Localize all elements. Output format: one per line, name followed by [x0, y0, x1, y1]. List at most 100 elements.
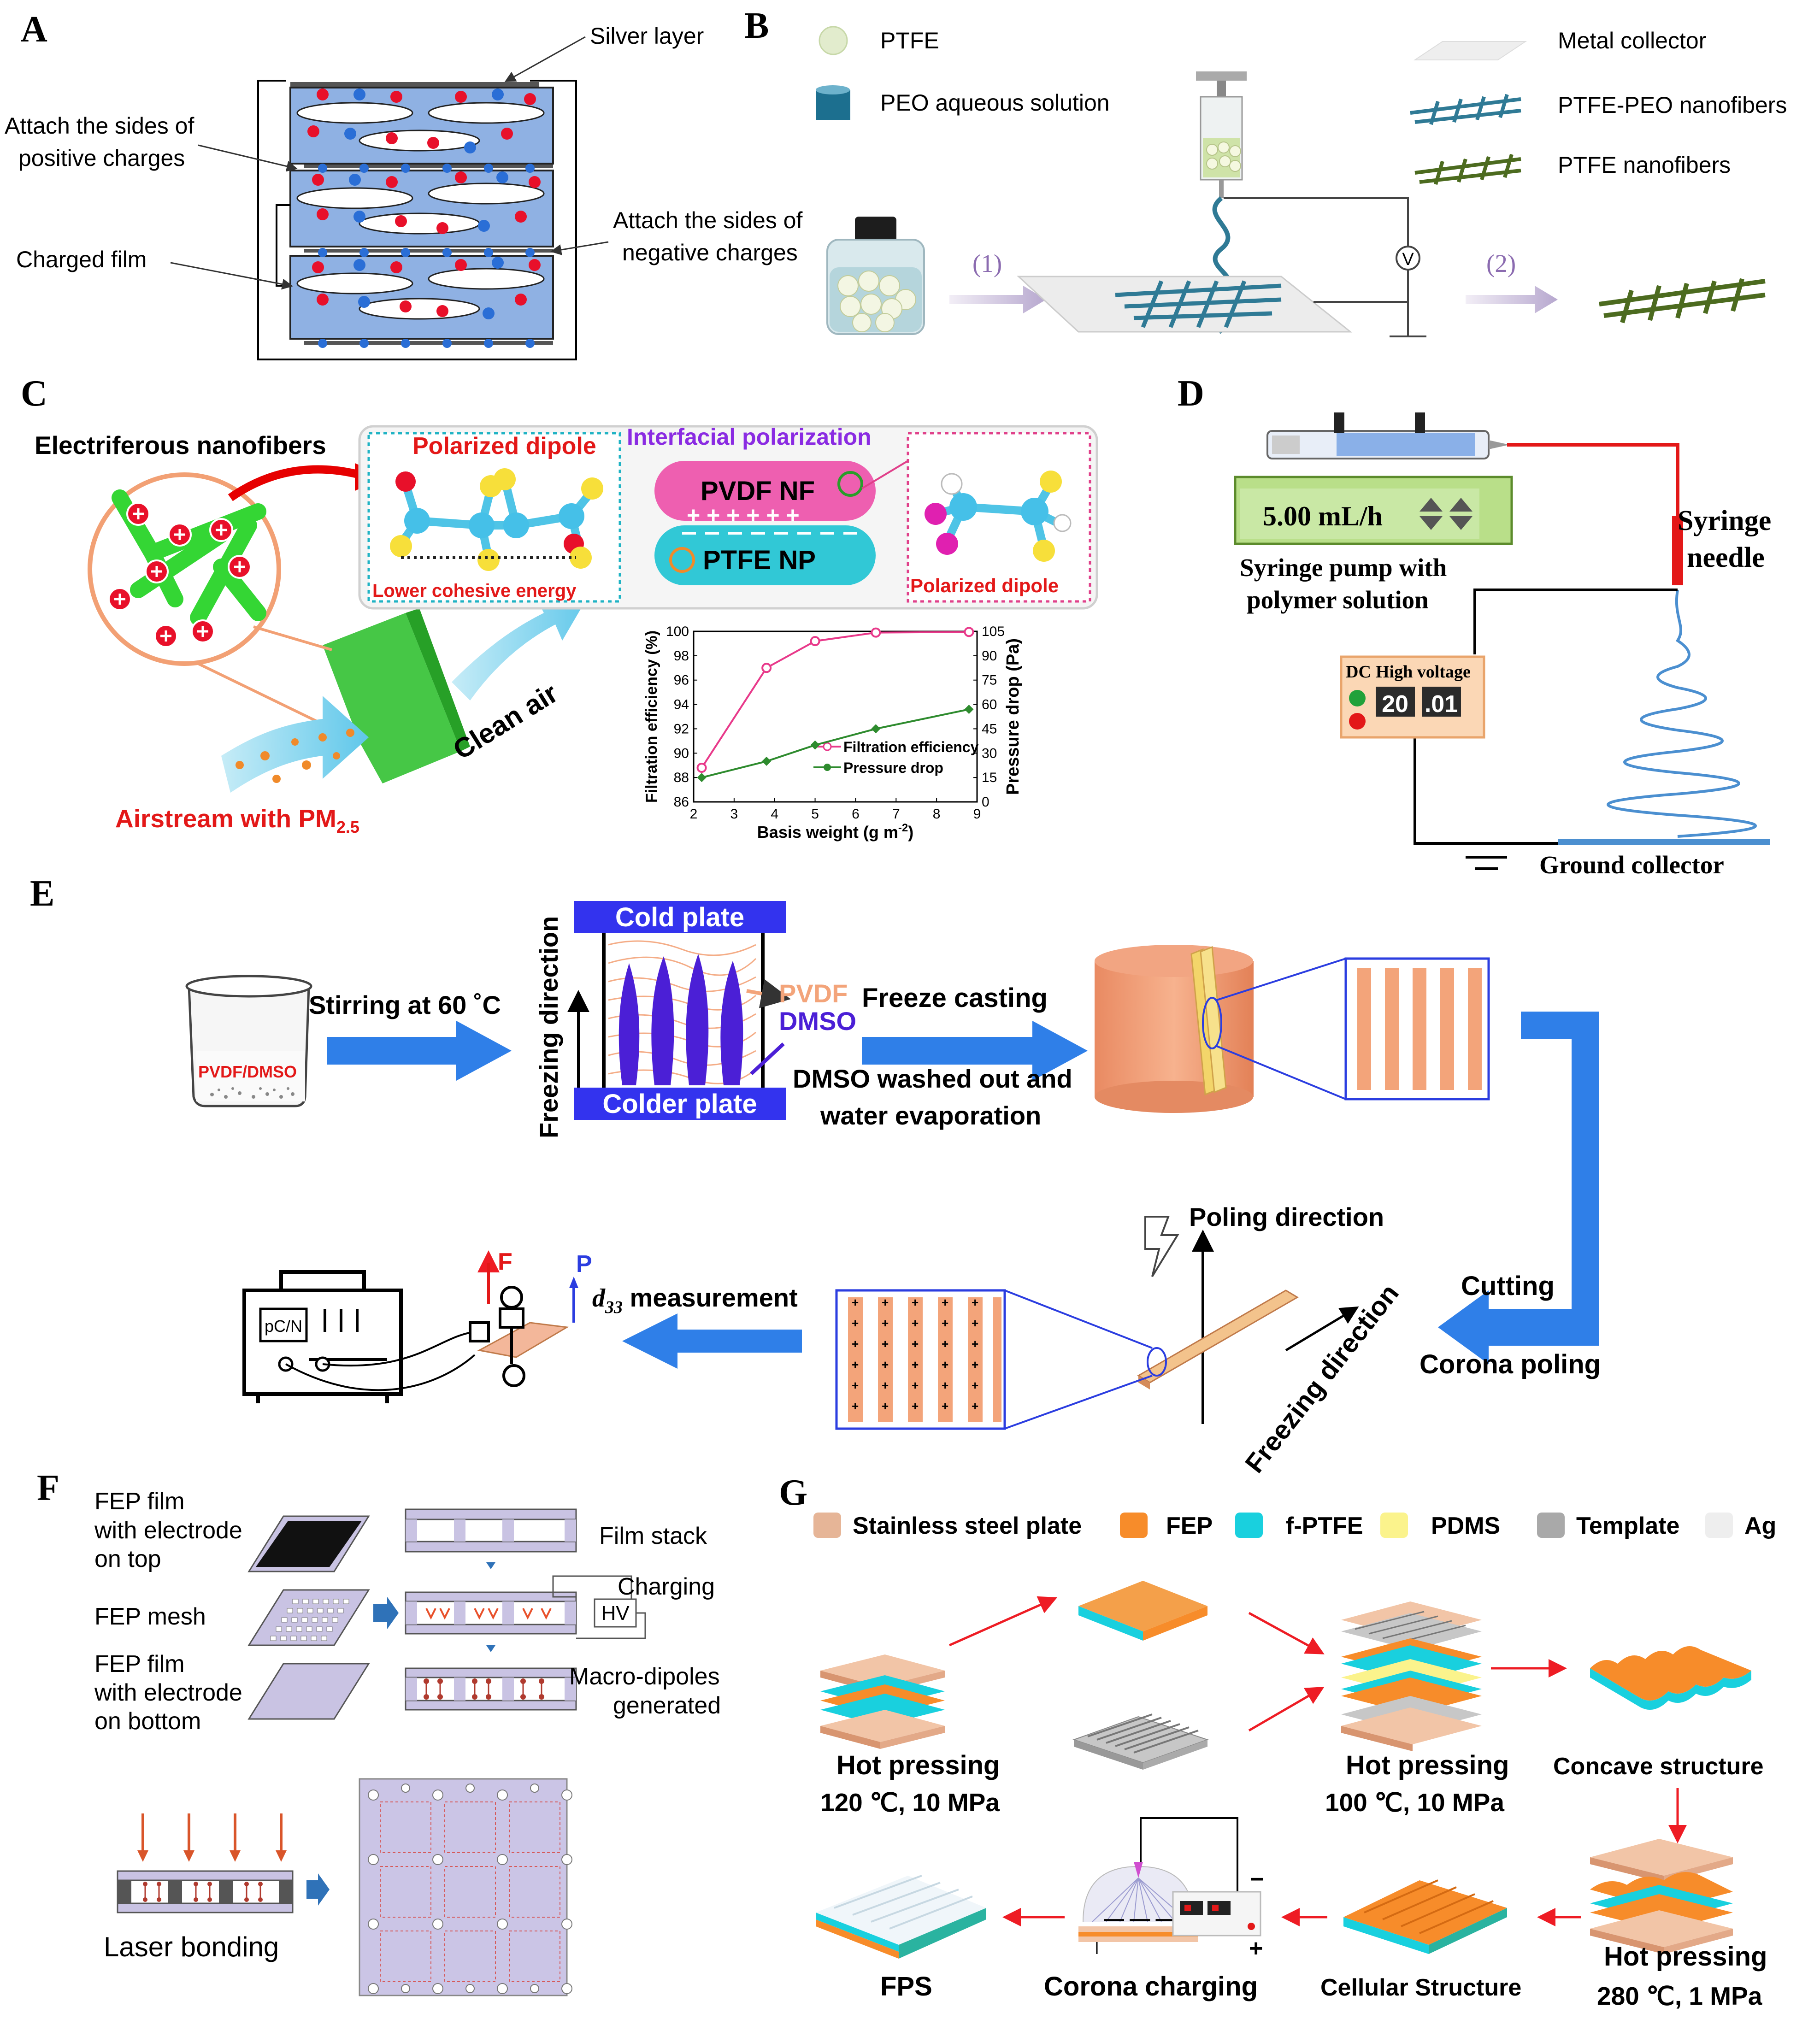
beaker-label: PVDF/DMSO: [198, 1062, 297, 1081]
mesh-hole: [337, 1608, 344, 1613]
charge-dot: [529, 176, 541, 188]
macro-dipoles-label-1: Macro-dipoles: [569, 1663, 720, 1690]
syringe: [1196, 71, 1247, 198]
mesh-hole: [307, 1608, 313, 1613]
panel-label-d: D: [1178, 373, 1204, 414]
positive-charge-cross: [114, 594, 125, 605]
poling-plus-mark: +: [972, 1316, 978, 1330]
force-label: F: [498, 1248, 512, 1275]
charge-dot: [436, 222, 448, 234]
ptfe-nanofiber-legend: PTFE nanofibers: [1558, 152, 1731, 178]
legend-swatch-5: [1705, 1513, 1733, 1538]
pvdf-nf-label: PVDF NF: [701, 476, 815, 506]
panel-label-f: F: [37, 1468, 59, 1508]
hv-display-1: 20: [1382, 691, 1408, 718]
fep-top-label-2: with electrode: [94, 1517, 242, 1544]
edge-hole: [530, 1784, 539, 1793]
bond-hole: [368, 1789, 379, 1801]
charge-dot: [312, 261, 324, 273]
fep-film-electrode-bottom: [247, 1663, 370, 1720]
template-grating: [1072, 1713, 1209, 1770]
electriferous-label: Electriferous nanofibers: [35, 431, 326, 459]
macro-dipoles-label-2: generated: [613, 1692, 721, 1719]
mesh-hole: [287, 1608, 293, 1613]
charging-stack: [405, 1591, 577, 1635]
charge-dot: [358, 296, 370, 308]
poling-plus-mark: +: [882, 1316, 889, 1330]
hv-label-f: HV: [601, 1602, 630, 1625]
interface-charge-dot: [442, 164, 452, 173]
x-axis-label: Basis weight (g m-2): [757, 822, 913, 842]
film-stack: [405, 1508, 577, 1553]
y-right-tick-label: 0: [982, 795, 990, 810]
tubing: [1507, 443, 1679, 585]
panel-e: PVDF/DMSO Stirring at 60 ˚C Freezing dir…: [185, 901, 1601, 1478]
y-right-tick-label: 15: [982, 770, 997, 785]
hot-pressing-3-cond: 280 ℃, 1 MPa: [1597, 1982, 1762, 2010]
film-stack-label: Film stack: [599, 1523, 707, 1549]
poling-plus-mark: +: [882, 1358, 889, 1372]
fep-top-label-3: on top: [94, 1546, 161, 1572]
charge-dot: [390, 91, 402, 103]
panel-f: FEP film with electrode on top FEP mesh …: [94, 1488, 721, 1996]
dipole-end: [520, 1678, 526, 1684]
pressure-point: [762, 756, 772, 766]
polarized-dipole-2-label: Polarized dipole: [910, 575, 1059, 596]
bonded-grid-sheet: [359, 1778, 568, 1996]
negative-sides-label-1: Attach the sides of: [613, 207, 802, 233]
polarization-label: P: [576, 1251, 592, 1277]
interfacial-label: Interfacial polarization: [627, 424, 872, 450]
corona-charging-label: Corona charging: [1044, 1972, 1258, 2001]
interface-plus-row: + + + + + +: [687, 502, 800, 528]
edge-hole: [465, 1784, 475, 1793]
pm-particles: [236, 729, 354, 783]
charge-dot: [344, 128, 356, 140]
panel-d: 5.00 mL/h Syringe pump with polymer solu…: [1234, 412, 1771, 879]
charge-dot: [524, 93, 536, 105]
charged-film-1: [289, 87, 554, 165]
charge-dot: [312, 174, 324, 186]
dipole-end: [520, 1694, 526, 1700]
silver-layer-label: Silver layer: [590, 23, 704, 49]
mesh-hole: [290, 1636, 297, 1641]
cell-outline: [444, 1866, 496, 1918]
freeze-casting-label: Freeze casting: [862, 983, 1048, 1013]
ptfe-np-label: PTFE NP: [703, 545, 816, 575]
colder-plate-label: Colder plate: [602, 1089, 757, 1119]
poling-plus-mark: +: [912, 1399, 919, 1413]
charge-dot: [436, 305, 448, 317]
panel-c: Electriferous nanofibers Clean air Airst…: [35, 424, 1098, 842]
poling-plus-mark: +: [912, 1295, 919, 1309]
mesh-hole: [332, 1617, 338, 1623]
charge-dot: [515, 211, 527, 223]
poling-plus-mark: +: [912, 1358, 919, 1372]
charge-dot: [478, 220, 490, 232]
fep-mesh: [247, 1589, 370, 1646]
positive-charge-cross: [197, 626, 208, 637]
nanofiber-filter-block: [323, 613, 461, 783]
dipole-end: [207, 1882, 212, 1886]
efficiency-point: [810, 636, 820, 647]
interface-charge-dot: [525, 164, 535, 173]
legend-label-4: Template: [1576, 1513, 1679, 1539]
y-right-tick-label: 45: [982, 721, 997, 736]
edge-hole: [401, 1784, 410, 1793]
mesh-hole: [302, 1599, 309, 1604]
bond-hole: [368, 1919, 379, 1930]
dipole-end: [486, 1678, 491, 1684]
colder-plate: [574, 1088, 786, 1120]
positive-charge-cross: [151, 566, 162, 577]
washed-label-2: water evaporation: [820, 1101, 1041, 1130]
y-right-tick-label: 30: [982, 746, 997, 761]
y-left-tick-label: 98: [674, 648, 689, 664]
poling-plus-mark: +: [972, 1358, 978, 1372]
mesh-hole: [291, 1617, 298, 1623]
mesh-hole: [323, 1599, 329, 1604]
arrow-e1: [327, 1021, 512, 1081]
airstream-label: Airstream with PM2.5: [115, 804, 359, 836]
legend-label-0: Stainless steel plate: [853, 1513, 1082, 1539]
cell-outline: [380, 1801, 431, 1853]
poling-plus-mark: +: [942, 1399, 948, 1413]
pressure-point: [871, 724, 881, 734]
y-left-tick-label: 88: [674, 770, 689, 785]
